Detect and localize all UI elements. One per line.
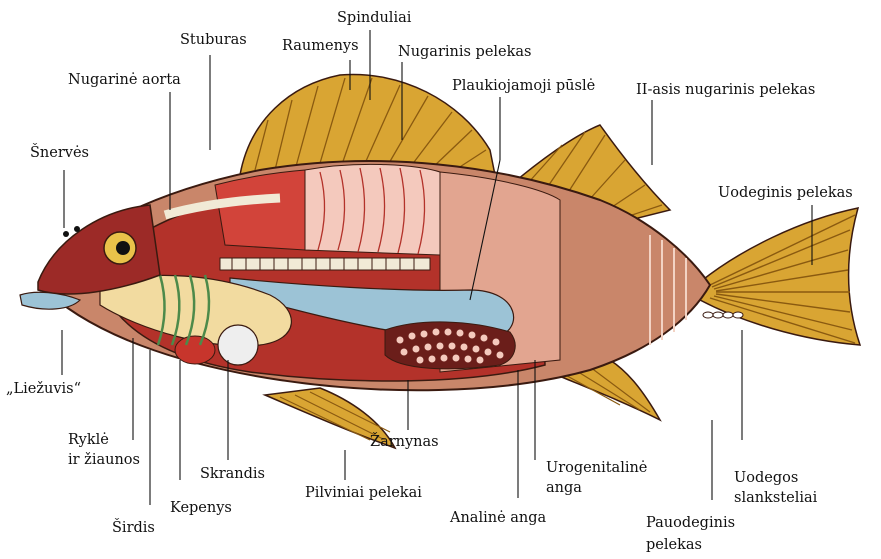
head	[38, 205, 160, 294]
nostril	[63, 231, 69, 237]
label-urogenitaline-line2: anga	[546, 480, 582, 497]
stomach	[218, 325, 258, 365]
pink-muscle	[305, 164, 440, 255]
label-ii-asis-nugarinis-pelekas: II-asis nugarinis pelekas	[636, 82, 815, 99]
label-sirdis: Širdis	[112, 520, 155, 537]
red-muscle	[215, 170, 305, 250]
caudal-fin	[700, 208, 860, 345]
label-uodeginis-pelekas: Uodeginis pelekas	[718, 185, 853, 202]
label-kepenys: Kepenys	[170, 500, 232, 517]
label-nugarine-aorta: Nugarinė aorta	[68, 72, 181, 89]
label-analine-anga: Analinė anga	[450, 510, 546, 527]
label-liezuvis: „Liežuvis“	[6, 381, 81, 398]
tail-vertebrae	[703, 312, 743, 318]
heart	[175, 336, 215, 364]
label-snerves: Šnervės	[30, 145, 89, 162]
label-nugarinis-pelekas: Nugarinis pelekas	[398, 44, 532, 61]
label-uodegos-line2: slanksteliai	[734, 490, 817, 507]
label-rykle-line1: Ryklė	[68, 432, 109, 449]
label-zarnynas: Žarnynas	[370, 434, 439, 451]
label-pauodeginis-line2: pelekas	[646, 537, 702, 554]
label-uodegos-line1: Uodegos	[734, 470, 798, 487]
label-spinduliai: Spinduliai	[337, 10, 411, 27]
spine	[220, 258, 430, 270]
label-stuburas: Stuburas	[180, 32, 247, 49]
pupil	[116, 241, 130, 255]
label-raumenys: Raumenys	[282, 38, 359, 55]
label-pilviniai-pelekai: Pilviniai pelekai	[305, 485, 422, 502]
label-urogenitaline-line1: Urogenitalinė	[546, 460, 647, 477]
label-skrandis: Skrandis	[200, 466, 265, 483]
label-plaukiojamoji-puslė: Plaukiojamoji pūslė	[452, 78, 595, 95]
label-rykle-line2: ir žiaunos	[68, 452, 140, 469]
nostril	[74, 226, 80, 232]
label-pauodeginis-line1: Pauodeginis	[646, 515, 735, 532]
